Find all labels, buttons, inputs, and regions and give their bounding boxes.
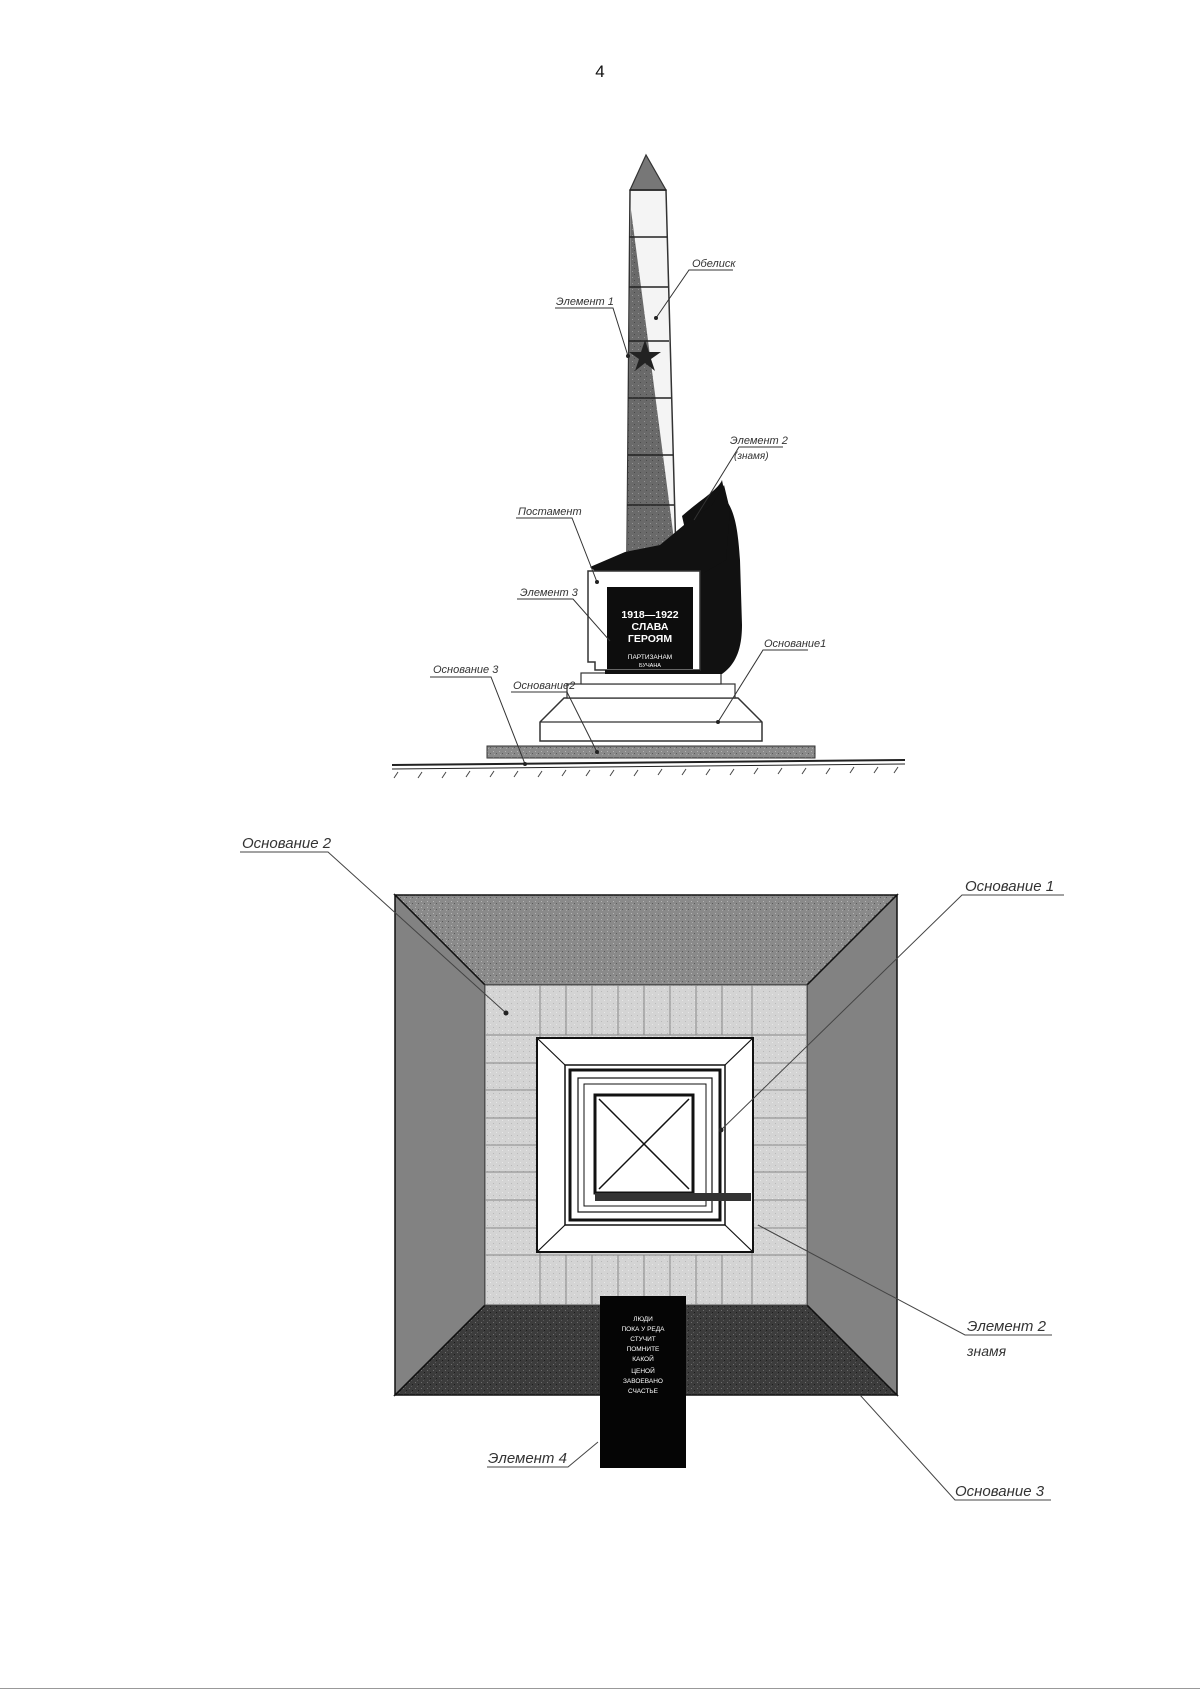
plan-label-base-1: Основание 1: [965, 878, 1054, 895]
plan-leader-lines: [240, 851, 1064, 1501]
label-element-2-line2: (знамя): [734, 451, 769, 462]
plan-view: ЛЮДИ ПОКА У РЕДА СТУЧИТ ПОМНИТЕ КАКОЙ ЦЕ…: [240, 835, 1064, 1501]
label-base-1: Основание1: [764, 638, 826, 650]
plaque-line-1: 1918—1922: [621, 609, 678, 621]
star-icon: [629, 340, 661, 371]
obelisk: [626, 153, 677, 556]
elevation-view: 1918—1922 СЛАВА ГЕРОЯМ ПАРТИЗАНАМ БУЧАНА: [391, 153, 906, 779]
label-obelisk: Обелиск: [692, 258, 736, 270]
plan-label-element-2-line2: знамя: [966, 1343, 1007, 1359]
plaque-line-4: ПАРТИЗАНАМ: [628, 654, 672, 661]
label-pedestal: Постамент: [518, 506, 582, 518]
base-3-slab: [486, 745, 816, 759]
ground-line: [391, 759, 906, 779]
plan-plaque-line-7: ЗАВОЕВАНО: [623, 1378, 663, 1385]
plan-plaque-line-8: СЧАСТЬЕ: [628, 1388, 659, 1395]
label-base-2: Основание2: [513, 680, 575, 692]
label-element-3: Элемент 3: [520, 587, 579, 599]
plan-element-4-plaque: [600, 1296, 686, 1468]
plan-plaque-line-6: ЦЕНОЙ: [631, 1366, 655, 1375]
label-element-2-line1: Элемент 2: [730, 435, 788, 447]
plaque-line-3: ГЕРОЯМ: [628, 633, 672, 645]
plan-plaque-line-5: КАКОЙ: [632, 1354, 654, 1363]
page-bottom-rule: [0, 1688, 1200, 1689]
plan-plaque-line-2: ПОКА У РЕДА: [622, 1326, 666, 1333]
plan-label-element-2-line1: Элемент 2: [967, 1318, 1047, 1335]
base-1-step-top: [580, 672, 722, 685]
plan-plaque-line-1: ЛЮДИ: [633, 1316, 653, 1323]
plan-label-element-4: Элемент 4: [488, 1450, 567, 1467]
base-1-step-mid: [566, 683, 736, 699]
plan-flag-bar: [595, 1193, 751, 1201]
plan-plaque-line-3: СТУЧИТ: [630, 1336, 656, 1343]
flag-drape: [590, 485, 730, 575]
elevation-leader-lines: [430, 269, 808, 765]
label-element-1: Элемент 1: [556, 296, 614, 308]
plan-plaque-text: ЛЮДИ ПОКА У РЕДА СТУЧИТ ПОМНИТЕ КАКОЙ ЦЕ…: [622, 1316, 666, 1395]
plaque-line-5: БУЧАНА: [639, 663, 661, 669]
page-number: 4: [595, 62, 605, 81]
pedestal-plaque: [607, 587, 693, 669]
label-base-3: Основание 3: [433, 664, 499, 676]
plan-plaque-line-4: ПОМНИТЕ: [627, 1346, 660, 1353]
plan-label-base-2: Основание 2: [242, 835, 332, 852]
plan-label-base-3: Основание 3: [955, 1483, 1045, 1500]
plaque-line-2: СЛАВА: [632, 621, 669, 633]
